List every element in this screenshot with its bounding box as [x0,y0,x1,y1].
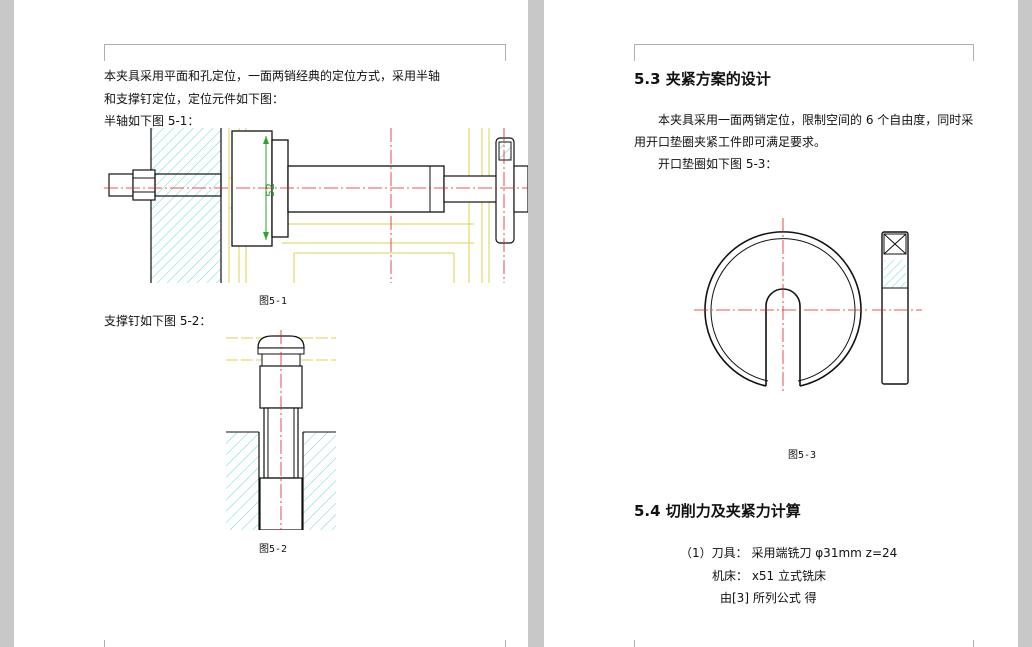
support-pin-drawing [226,330,336,530]
footer-margin-mark [104,640,506,647]
header-margin-mark [634,44,974,61]
paragraph-line: 本夹具采用一面两销定位，限制空间的 6 个自由度，同时采 [658,113,974,127]
formula-line: 由[3] 所列公式 得 [720,591,817,605]
right-page: 5.3 夹紧方案的设计 本夹具采用一面两销定位，限制空间的 6 个自由度，同时采… [544,0,1018,647]
half-shaft-drawing: 52 [104,128,528,283]
footer-margin-mark [634,640,974,647]
section-heading: 5.3 夹紧方案的设计 [634,70,771,88]
machine-line: 机床： x51 立式铣床 [712,569,827,583]
paragraph-line: 用开口垫圈夹紧工件即可满足要求。 [634,135,827,149]
left-page: 本夹具采用平面和孔定位，一面两销经典的定位方式，采用半轴 和支撑钉定位，定位元件… [14,0,528,647]
paragraph-line: 和支撑钉定位，定位元件如下图： [104,92,285,106]
figure-caption: 图5-3 [788,450,817,461]
figure-intro: 支撑钉如下图 5-2： [104,314,212,328]
open-washer-drawing [694,218,922,393]
paragraph-line: 本夹具采用平面和孔定位，一面两销经典的定位方式，采用半轴 [104,69,441,83]
section-heading: 5.4 切削力及夹紧力计算 [634,502,801,520]
figure-caption: 图5-2 [259,544,288,555]
tool-line: （1）刀具： 采用端铣刀 φ31mm z=24 [680,546,898,560]
figure-intro: 半轴如下图 5-1： [104,114,200,128]
dimension-label: 52 [264,183,277,197]
figure-caption: 图5-1 [259,296,288,307]
header-margin-mark [104,44,506,61]
figure-intro: 开口垫圈如下图 5-3： [658,157,778,171]
